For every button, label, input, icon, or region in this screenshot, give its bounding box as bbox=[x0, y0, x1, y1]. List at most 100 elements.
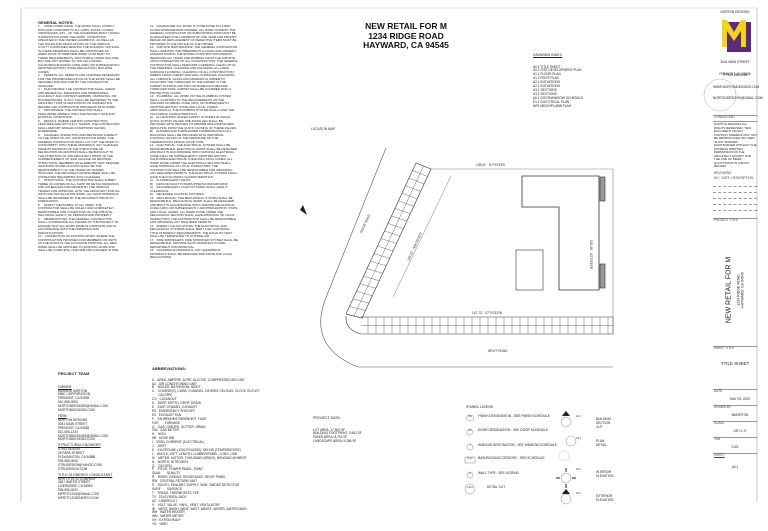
drawing-index-item: E1.1 ELECTRICAL PLAN bbox=[533, 99, 570, 104]
team-line: MORTONDESIGNS@GMAIL.COM bbox=[58, 433, 108, 438]
abbreviation-item: CO CLEANOUT bbox=[152, 397, 177, 402]
abbreviation-item: S SOUTH, SEALANT, SUPPLY, SINK, SMOKE DE… bbox=[152, 483, 240, 488]
vertical-address-2: HAYWARD, CA 94545 bbox=[740, 272, 745, 308]
legend-marker-ref: A2.1 bbox=[576, 468, 581, 471]
firm-email[interactable]: NORTONDESIGNS@GMAIL.COM bbox=[713, 96, 763, 101]
revisions-columns: NO. DATE DESCRIPTION bbox=[714, 176, 754, 181]
abbreviations-heading: ABBREVIATIONS: bbox=[152, 365, 187, 371]
legend-marker-label: EXTERIOR ELEVATION bbox=[596, 494, 614, 502]
legend-item-label: WINDOW DESIGNATION - SEE WINDOW SCHEDULE bbox=[478, 442, 557, 447]
title-line-1: NEW RETAIL FOR M bbox=[365, 21, 447, 31]
sheet-title: TITLE SHEET bbox=[720, 361, 750, 366]
team-line: MORTON DESIGNS bbox=[58, 417, 88, 422]
devit-road-label: DEVIT ROAD bbox=[488, 349, 508, 353]
revisions-label: REVISIONS bbox=[714, 171, 732, 175]
top-dimension: 135.01' N7°03'33"E bbox=[476, 163, 506, 167]
sidewalk-joint bbox=[353, 165, 424, 317]
vertical-project-title: NEW RETAIL FOR M 1234 RIDGE ROAD HAYWARD… bbox=[725, 245, 744, 335]
date-value: MAY 26, 2020 bbox=[730, 397, 750, 401]
legend-item-label: DETAIL CUT bbox=[487, 484, 506, 489]
abbreviation-item: P PITCH, POWER PANEL, PAINT bbox=[152, 467, 204, 472]
team-line: STRUDESIGN.COM bbox=[58, 466, 88, 471]
sheet-title-label: SHEET TITLE bbox=[714, 346, 735, 350]
job-label: JOB bbox=[714, 437, 721, 441]
firm-address-line: 3041 MAIN STREET bbox=[720, 59, 750, 64]
drawing-index-item: A0.1 TITLE SHEET bbox=[533, 64, 561, 69]
revision-col-no: NO. bbox=[714, 176, 720, 180]
firm-address: 3041 MAIN STREET FREMONT, CA 94538 bbox=[713, 53, 757, 80]
divider bbox=[713, 405, 757, 406]
drawn-label: DRAWN BY bbox=[714, 405, 732, 409]
team-role: OWNER bbox=[58, 384, 72, 389]
stamp-seal-circle bbox=[703, 78, 737, 112]
sheet-label: SHEET bbox=[714, 453, 725, 457]
abbreviation-item: D DEEP, DEPTH, DROP, DRAIN bbox=[152, 401, 201, 406]
project-data-line: LOT AREA: 17,500 SF bbox=[313, 427, 346, 432]
abbreviation-item: E EAST, ENAMEL, EXHAUST bbox=[152, 404, 198, 409]
firm-website[interactable]: WWW.NORTONDESIGNS.COM bbox=[713, 84, 760, 89]
abbreviation-item: J JOIST bbox=[152, 444, 167, 449]
project-data-line: LANDSCAPE AREA: 5,266 SF bbox=[313, 439, 357, 444]
title-line-3: HAYWARD, CA 94545 bbox=[363, 40, 449, 50]
team-line: MMC CORPORATION bbox=[58, 392, 90, 397]
building-footprint bbox=[521, 175, 600, 291]
drawing-index-item: A6.1 DOOR/WINDOW SCHEDULE bbox=[533, 95, 584, 100]
legend-symbol-label: 1 bbox=[469, 443, 471, 447]
drawn-value: MMORTON bbox=[731, 413, 749, 417]
abbreviation-item: UC UNDERCUT bbox=[152, 498, 178, 503]
project-data-line: PAVED AREA: 8,753 SF bbox=[313, 435, 348, 440]
legend-marker-label: INTERIOR ELEVATION bbox=[596, 470, 614, 478]
legend-symbol-label: 1 A3.1 bbox=[466, 485, 474, 489]
drawing-index-item: A1.2 ROOF PLAN bbox=[533, 76, 559, 81]
project-data-line: BUILDING FOOTPRINT: 3,962 SF bbox=[313, 431, 362, 436]
team-role: FIRM bbox=[58, 413, 67, 418]
drawing-index-item: A3.2 SECTIONS bbox=[533, 91, 557, 96]
revision-row-line bbox=[713, 192, 757, 193]
date-label: DATE bbox=[714, 389, 723, 393]
team-line: MPRTITLE24ENERGY.COM bbox=[58, 496, 99, 501]
team-line: FREMONT, CA 94538 bbox=[58, 396, 90, 401]
abbreviation-item: A AREA, AMPERE, ACRE, ALCOVE, COMPRESSED… bbox=[152, 377, 245, 382]
team-line: 925-555-0000 bbox=[58, 488, 78, 493]
abbreviation-item: M METER, MOTOR, THOUSAND (BRICK), BENDIN… bbox=[152, 455, 247, 460]
divider bbox=[713, 453, 757, 454]
bottom-dimension: 147.73' S7°03'33"W bbox=[472, 311, 503, 315]
divider bbox=[713, 421, 757, 422]
abbreviation-item: FUR FURNACE bbox=[152, 420, 181, 425]
divider bbox=[713, 115, 757, 116]
devit-sidewalk bbox=[345, 315, 614, 335]
stair-north bbox=[599, 176, 606, 202]
legend-item-label: FINISH DESIGNATION - SEE FINISH SCHEDULE bbox=[478, 413, 550, 418]
general-notes-continued: 11. GUARANTEE: ALL WORK IS TO BE DONE IN… bbox=[150, 24, 238, 260]
road-outer-edge bbox=[320, 147, 613, 368]
legend-symbol-label: A bbox=[469, 471, 471, 475]
revision-col-description: DESCRIPTION bbox=[731, 176, 754, 180]
team-line: MPRTITLE24@GMAIL.COM bbox=[58, 492, 99, 497]
firm-phone: TP 510-555-1234 bbox=[722, 72, 748, 77]
north-arrow-icon bbox=[300, 205, 307, 215]
location-map-label: LOCATION MAP bbox=[311, 127, 335, 131]
firm-contact: TP 510-555-1234 WWW.NORTONDESIGNS.COM NO… bbox=[713, 66, 763, 105]
abbreviations-list: A AREA, AMPERE, ACRE, ALCOVE, COMPRESSED… bbox=[152, 377, 260, 527]
revision-row-line bbox=[713, 210, 757, 211]
divider bbox=[713, 218, 757, 219]
scale-label: SCALE bbox=[714, 421, 725, 425]
abbreviation-item: SURF SURFACE bbox=[152, 487, 182, 491]
divider bbox=[713, 346, 757, 347]
team-line: 3041 MAIN STREET bbox=[58, 421, 88, 426]
team-line: LIVERMORE, CA 94550 bbox=[58, 484, 93, 489]
project-title-header: NEW RETAIL FOR M 1234 RIDGE ROAD HAYWARD… bbox=[326, 21, 486, 51]
drawing-index-heading: DRAWING INDEX bbox=[533, 52, 563, 57]
team-line: FREMONT, CA 94538 bbox=[58, 425, 90, 430]
sidewalk-pattern bbox=[345, 162, 613, 334]
legend-symbol-label: D2 bbox=[468, 428, 472, 432]
team-line: MORTONDESIGNS.COM bbox=[58, 437, 95, 442]
firm-name: NORTON DESIGNS bbox=[720, 10, 750, 14]
abbreviation-item: ES EMERGENCY SHUTOFF bbox=[152, 408, 196, 413]
symbol-legend-heading: SYMBOL LEGEND bbox=[466, 405, 494, 409]
legend-item-label: WALL TYPE - SEE LEGEND bbox=[478, 470, 519, 475]
team-line: 2847 WATER STREET bbox=[58, 480, 91, 485]
